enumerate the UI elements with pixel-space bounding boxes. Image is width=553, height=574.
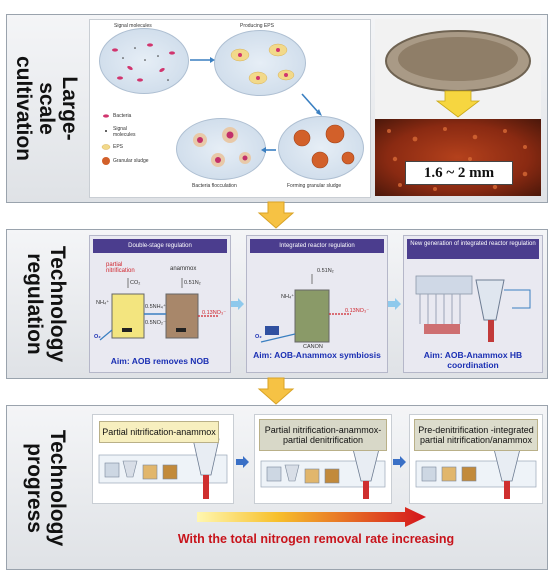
- cultivation-art: [101, 43, 355, 169]
- increase-arrow: [197, 507, 426, 527]
- integrated-reactor-header: Integrated reactor regulation: [250, 239, 384, 253]
- legend-signal-molecules: Signal molecules: [113, 126, 136, 138]
- down-arrow-1: [257, 201, 295, 229]
- granular-sludge-circle: [278, 116, 364, 180]
- integrated-reactor-card: Integrated reactor regulation 0.51N₂ NH₄…: [246, 235, 388, 373]
- size-label-box: 1.6 ~ 2 mm: [405, 161, 513, 185]
- o2-label-2: O₂: [255, 334, 262, 340]
- cultivation-diagram: Signal molecules Producing EPS Bacteria …: [89, 19, 371, 198]
- size-label: 1.6 ~ 2 mm: [423, 164, 495, 181]
- bacteria-flocculation-circle: [176, 118, 266, 180]
- n2-label-2: 0.51N₂: [317, 268, 334, 274]
- new-generation-reactor-art: [415, 275, 531, 342]
- progress-footer: With the total nitrogen removal rate inc…: [177, 532, 455, 546]
- cultivation-title: Large-scale cultivation: [11, 56, 81, 162]
- stage-2-box: Partial nitrification-anammox-partial de…: [254, 414, 392, 504]
- regulation-title-box: Technology regulation: [7, 230, 85, 378]
- producing-eps-circle: [214, 30, 306, 96]
- legend-eps: EPS: [113, 144, 124, 150]
- stage-3-label: Pre-denitrification -integrated partial …: [414, 419, 538, 451]
- granule-closeup-photo: 1.6 ~ 2 mm: [375, 119, 541, 196]
- stage-1-process-art: [98, 438, 228, 499]
- reg-arrow-1: [231, 298, 244, 310]
- integrated-reactor-art: [260, 274, 351, 343]
- double-stage-card: Double-stage regulation partial nitrific…: [89, 235, 231, 373]
- no3-label-2: 0.13NO₃⁻: [345, 308, 370, 314]
- o2-label-1: O₂: [94, 334, 101, 340]
- stage-3-box: Pre-denitrification -integrated partial …: [409, 414, 543, 504]
- double-stage-header: Double-stage regulation: [93, 239, 227, 253]
- co2-label: CO₂: [130, 280, 141, 286]
- signal-molecules-label: Signal molecules: [114, 23, 152, 29]
- prog-arrow-2: [393, 456, 406, 468]
- signal-molecules-circle: [99, 28, 189, 94]
- producing-eps-label: Producing EPS: [240, 23, 274, 29]
- progress-title: Technology progress: [23, 429, 69, 546]
- down-arrow-2: [257, 377, 295, 405]
- regulation-panel: Technology regulation Double-stage regul…: [6, 229, 548, 379]
- aim-aob-anammox-symbiosis: Aim: AOB-Anammox symbiosis: [253, 350, 381, 360]
- anammox-label: anammox: [170, 266, 197, 272]
- progress-panel: Technology progress Partial nitrificatio…: [6, 405, 548, 570]
- aim-aob-removes-nob: Aim: AOB removes NOB: [110, 356, 210, 366]
- sludge-bowl-photo: [375, 19, 541, 119]
- n2-label-1: 0.51N₂: [184, 280, 201, 286]
- reg-arrow-2: [388, 298, 401, 310]
- bacteria-flocculation-label: Bacteria flocculation: [192, 183, 237, 189]
- new-generation-header: New generation of integrated reactor reg…: [407, 239, 539, 259]
- double-stage-reactor-art: [99, 278, 218, 341]
- legend-granular-sludge: Granular sludge: [113, 158, 149, 164]
- stage-1-box: Partial nitrification-anammox: [92, 414, 234, 504]
- forming-granular-sludge-label: Forming granular sludge: [287, 183, 342, 189]
- stage-3-process-art: [415, 448, 537, 499]
- stage-2-label: Partial nitrification-anammox-partial de…: [259, 419, 387, 451]
- canon-label: CANON: [303, 344, 323, 350]
- nh4-label-1: NH₄⁺: [96, 300, 110, 306]
- cultivation-title-box: Large-scale cultivation: [7, 15, 85, 202]
- new-generation-card: New generation of integrated reactor reg…: [403, 235, 543, 373]
- nh4-label-2: NH₄⁺: [281, 294, 295, 300]
- partial-nitrification-label: partial nitrification: [106, 262, 135, 274]
- stage-2-process-art: [260, 448, 386, 499]
- stage-1-label: Partial nitrification-anammox: [99, 421, 219, 443]
- aim-aob-anammox-hb: Aim: AOB-Anammox HB coordination: [423, 350, 523, 370]
- no3-label-1: 0.13NO₃⁻: [202, 310, 227, 316]
- progress-title-box: Technology progress: [7, 406, 85, 569]
- legend-bacteria: Bacteria: [113, 113, 132, 119]
- prog-arrow-1: [236, 456, 249, 468]
- regulation-title: Technology regulation: [23, 245, 69, 363]
- cultivation-panel: Large-scale cultivation: [6, 14, 548, 203]
- nh4-half-label: 0.5NH₄⁺: [145, 304, 166, 310]
- no2-half-label: 0.5NO₂⁻: [145, 320, 166, 326]
